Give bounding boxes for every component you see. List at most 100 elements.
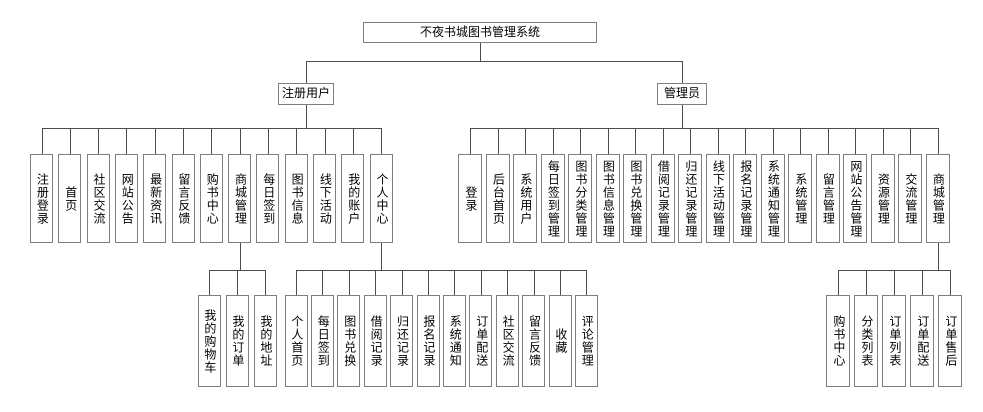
connector-line	[296, 270, 297, 295]
tree-node: 归还记录	[390, 295, 414, 387]
connector-line	[324, 128, 326, 154]
connector-line	[507, 270, 509, 295]
tree-node: 网站公告	[114, 154, 138, 243]
tree-node: 报名记录	[416, 295, 440, 387]
connector-line	[239, 128, 241, 154]
connector-line	[41, 128, 43, 154]
tree-node: 资源管理	[870, 154, 895, 243]
tree-node: 每日签到	[310, 295, 334, 387]
connector-line	[800, 128, 801, 154]
connector-line	[306, 61, 307, 83]
connector-line	[267, 128, 269, 154]
connector-line	[296, 128, 298, 154]
branch-node: 管理员	[657, 83, 707, 105]
connector-line	[470, 128, 938, 129]
connector-line	[838, 270, 839, 295]
connector-line	[950, 270, 951, 295]
tree-node: 订单配送	[469, 295, 493, 387]
tree-node: 分类列表	[854, 295, 878, 387]
tree-node: 留言反馈	[171, 154, 195, 243]
connector-line	[937, 243, 939, 270]
branch-node: 注册用户	[278, 83, 334, 105]
tree-node: 线下活动	[313, 154, 336, 243]
connector-line	[401, 270, 403, 295]
tree-node: 系统用户	[513, 154, 537, 243]
tree-node: 注册登录	[30, 154, 53, 243]
tree-node: 图书信息管理	[595, 154, 620, 243]
tree-node: 社区交流	[495, 295, 519, 387]
tree-node: 我的购物车	[197, 295, 221, 387]
connector-line	[560, 270, 561, 295]
tree-node: 每日签到管理	[540, 154, 565, 243]
tree-node: 交流管理	[898, 154, 922, 243]
connector-line	[717, 128, 719, 154]
connector-line	[381, 243, 383, 270]
connector-line	[552, 128, 554, 154]
tree-node: 订单售后	[938, 295, 962, 387]
tree-node: 个人首页	[284, 295, 308, 387]
tree-node: 社区交流	[86, 154, 110, 243]
tree-node: 后台首页	[485, 154, 510, 243]
connector-line	[154, 128, 156, 154]
tree-node: 线下活动管理	[705, 154, 730, 243]
connector-line	[126, 128, 128, 154]
tree-node: 系统通知管理	[760, 154, 785, 243]
connector-line	[98, 128, 100, 154]
connector-line	[662, 128, 664, 154]
connector-line	[607, 128, 609, 154]
tree-node: 购书中心	[199, 154, 223, 243]
tree-node: 报名记录管理	[733, 154, 757, 243]
connector-line	[525, 128, 526, 154]
connector-line	[69, 128, 71, 154]
connector-line	[682, 105, 683, 128]
connector-line	[375, 270, 377, 295]
tree-node: 商城管理	[925, 154, 950, 243]
connector-line	[745, 128, 746, 154]
tree-node: 图书分类管理	[568, 154, 592, 243]
tree-node: 我的账户	[341, 154, 365, 243]
connector-line	[937, 128, 939, 154]
connector-line	[690, 128, 691, 154]
tree-node: 每日签到	[256, 154, 280, 243]
tree-node: 商城管理	[228, 154, 252, 243]
connector-line	[855, 128, 856, 154]
tree-node: 网站公告管理	[843, 154, 867, 243]
tree-node: 订单配送	[910, 295, 934, 387]
connector-line	[454, 270, 456, 295]
connector-line	[428, 270, 429, 295]
tree-node: 评论管理	[574, 295, 598, 387]
tree-node: 留言反馈	[522, 295, 546, 387]
connector-line	[882, 128, 884, 154]
tree-node: 首页	[58, 154, 82, 243]
connector-line	[306, 61, 682, 62]
tree-node: 个人中心	[369, 154, 393, 243]
connector-line	[211, 128, 213, 154]
tree-node: 图书兑换管理	[623, 154, 647, 243]
connector-line	[480, 43, 481, 61]
connector-line	[772, 128, 774, 154]
tree-node: 购书中心	[826, 295, 850, 387]
connector-line	[265, 270, 266, 295]
connector-line	[533, 270, 535, 295]
tree-node: 留言管理	[815, 154, 840, 243]
connector-line	[580, 128, 581, 154]
tree-node: 系统通知	[442, 295, 466, 387]
connector-line	[866, 270, 867, 295]
connector-line	[322, 270, 324, 295]
tree-node: 图书信息	[284, 154, 308, 243]
tree-node: 系统管理	[788, 154, 812, 243]
connector-line	[827, 128, 829, 154]
tree-node: 登录	[458, 154, 482, 243]
root-node: 不夜书城图书管理系统	[363, 22, 597, 43]
tree-node: 订单列表	[882, 295, 906, 387]
tree-node: 最新资讯	[143, 154, 167, 243]
connector-line	[586, 270, 588, 295]
connector-line	[910, 128, 911, 154]
connector-line	[470, 128, 471, 154]
connector-line	[237, 270, 238, 295]
tree-node: 归还记录管理	[678, 154, 702, 243]
connector-line	[183, 128, 184, 154]
connector-line	[296, 270, 587, 271]
connector-line	[922, 270, 923, 295]
